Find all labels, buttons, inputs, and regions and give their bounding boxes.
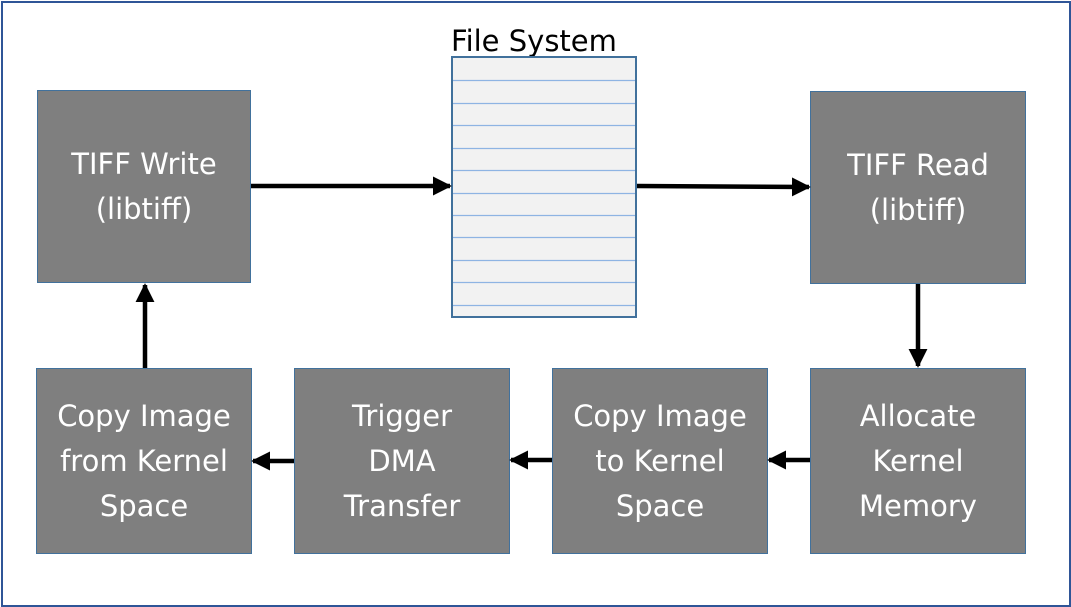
- trigger-dma-line-3: Transfer: [343, 488, 461, 523]
- tiff-write-line-1: TIFF Write: [71, 146, 217, 181]
- tiff-write-box: TIFF Write (libtiff): [37, 90, 251, 283]
- copy-to-kernel-line-1: Copy Image: [573, 398, 747, 433]
- file-system-stack: [451, 56, 637, 318]
- copy-from-kernel-line-1: Copy Image: [57, 398, 231, 433]
- tiff-read-box: TIFF Read (libtiff): [810, 91, 1026, 284]
- file-system-title: File System: [451, 24, 617, 58]
- trigger-dma-line-1: Trigger: [351, 398, 452, 433]
- tiff-write-line-2: (libtiff): [95, 191, 193, 226]
- copy-to-kernel-line-2: to Kernel: [595, 443, 725, 478]
- copy-to-kernel-line-3: Space: [615, 488, 705, 523]
- file-system-entry-lines: [453, 79, 635, 307]
- tiff-read-line-1: TIFF Read: [847, 147, 989, 182]
- allocate-line-2: Kernel: [872, 443, 964, 478]
- copy-from-kernel-line-2: from Kernel: [60, 443, 228, 478]
- arrow-file-system-to-read: [636, 177, 811, 197]
- allocate-line-1: Allocate: [859, 398, 977, 433]
- copy-from-kernel-box: Copy Image from Kernel Space: [36, 368, 252, 554]
- tiff-read-line-2: (libtiff): [869, 192, 967, 227]
- trigger-dma-line-2: DMA: [368, 443, 436, 478]
- copy-to-kernel-box: Copy Image to Kernel Space: [552, 368, 768, 554]
- allocate-line-3: Memory: [859, 488, 977, 523]
- allocate-kernel-memory-box: Allocate Kernel Memory: [810, 368, 1026, 554]
- trigger-dma-box: Trigger DMA Transfer: [294, 368, 510, 554]
- copy-from-kernel-line-3: Space: [99, 488, 189, 523]
